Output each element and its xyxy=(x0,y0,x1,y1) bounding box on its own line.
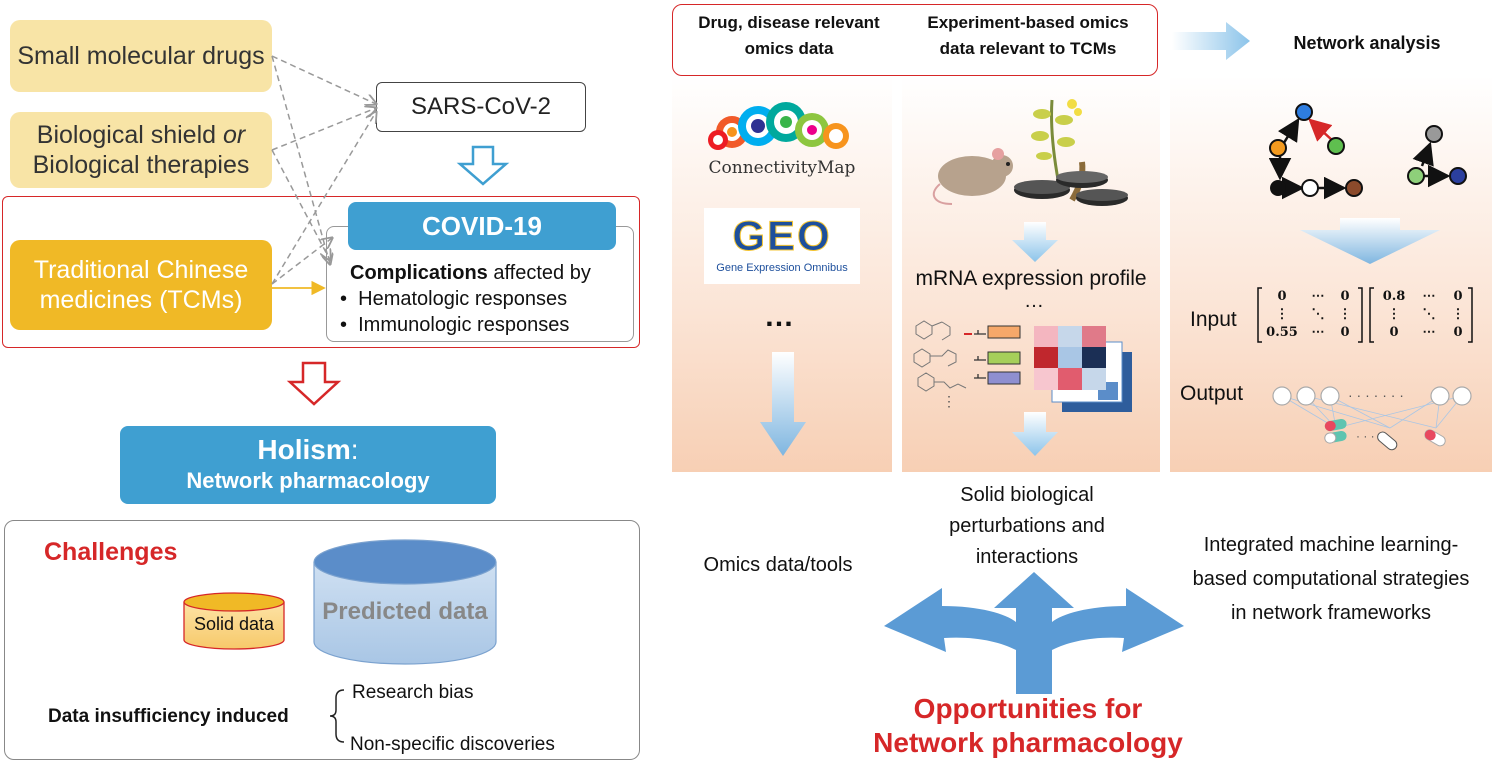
header-omics: Drug, disease relevant omics data xyxy=(698,13,880,58)
matrix-brackets xyxy=(1257,287,1473,343)
drug-connectors xyxy=(271,55,700,296)
geo-logo-text: GEO xyxy=(732,212,832,260)
curly-brace xyxy=(329,689,345,743)
geo-logo-subtitle: Gene Expression Omnibus xyxy=(716,262,848,274)
down-arrow-omics-icon xyxy=(760,352,806,456)
svg-text:· · ·: · · · xyxy=(1356,429,1375,443)
responses-list: • Hematologic responses • Immunologic re… xyxy=(340,286,569,338)
down-arrow-experiment-icon xyxy=(1012,412,1058,456)
covid-frame xyxy=(2,196,640,348)
experiment-illustration xyxy=(932,99,1128,206)
matrix-input-2: 0.8⋯0 ⋮⋱⋮ 0⋯0 xyxy=(1382,289,1465,340)
challenges-panel xyxy=(4,520,640,760)
omics-ellipsis: … xyxy=(764,300,794,333)
header-frame xyxy=(672,4,1158,76)
solid-data-cylinder xyxy=(183,592,285,650)
predicted-data-label: Predicted data xyxy=(322,598,488,625)
down-arrow-red-icon xyxy=(286,361,342,406)
down-arrow-network-icon xyxy=(1300,218,1440,264)
svg-text:⋮: ⋮ xyxy=(942,393,956,409)
network-graph xyxy=(1268,103,1467,200)
header-experiment: Experiment-based omics data relevant to … xyxy=(927,13,1129,58)
caption-network: Integrated machine learning- based compu… xyxy=(1192,534,1470,624)
expression-illustration: ⋮ xyxy=(913,320,1132,412)
output-network: · · · · · · · · · · xyxy=(1272,386,1472,451)
down-arrow-blue-icon xyxy=(456,145,510,186)
caption-experiment: Solid biological perturbations and inter… xyxy=(949,484,1105,568)
challenges-title: Challenges xyxy=(44,538,178,566)
complications-text: Complications affected by xyxy=(350,262,591,284)
insufficiency-label: Data insufficiency induced xyxy=(48,706,289,727)
response-item: • Hematologic responses xyxy=(340,288,568,310)
matrix-input-1: 0⋯0 ⋮⋱⋮ 0.55⋯0 xyxy=(1266,289,1352,340)
output-label: Output xyxy=(1180,382,1244,405)
caption-omics: Omics data/tools xyxy=(703,554,853,576)
nonspecific-label: Non-specific discoveries xyxy=(350,734,555,755)
virus-box: SARS-CoV-2 xyxy=(376,82,586,132)
bias-label: Research bias xyxy=(352,682,474,703)
geo-logo xyxy=(704,208,860,284)
response-item: • Immunologic responses xyxy=(340,314,570,336)
header-network: Network analysis xyxy=(1293,33,1441,53)
right-arrow-icon xyxy=(1172,22,1250,60)
drug-box-tcm: Traditional Chinese medicines (TCMs) xyxy=(10,240,272,330)
three-way-arrow-icon xyxy=(884,572,1184,694)
solid-data-label: Solid data xyxy=(193,614,275,634)
input-label: Input xyxy=(1190,308,1237,331)
mrna-ellipsis: … xyxy=(1024,290,1044,312)
holism-box: Holism: Network pharmacology xyxy=(120,426,496,504)
mrna-label: mRNA expression profile xyxy=(915,267,1147,290)
down-arrow-mrna-icon xyxy=(1012,222,1058,262)
connectivity-map-logo xyxy=(708,102,849,150)
predicted-data-cylinder xyxy=(313,539,497,665)
drug-box-small-molecular: Small molecular drugs xyxy=(10,20,272,92)
svg-text:· · · · · · ·: · · · · · · · xyxy=(1348,387,1404,403)
connectivity-map-text: ConnectivityMap xyxy=(708,158,856,178)
opportunities-title: Opportunities for Network pharmacology xyxy=(873,693,1183,758)
drug-box-biological: Biological shield or Biological therapie… xyxy=(10,112,272,188)
covid-label: COVID-19 xyxy=(348,202,616,250)
